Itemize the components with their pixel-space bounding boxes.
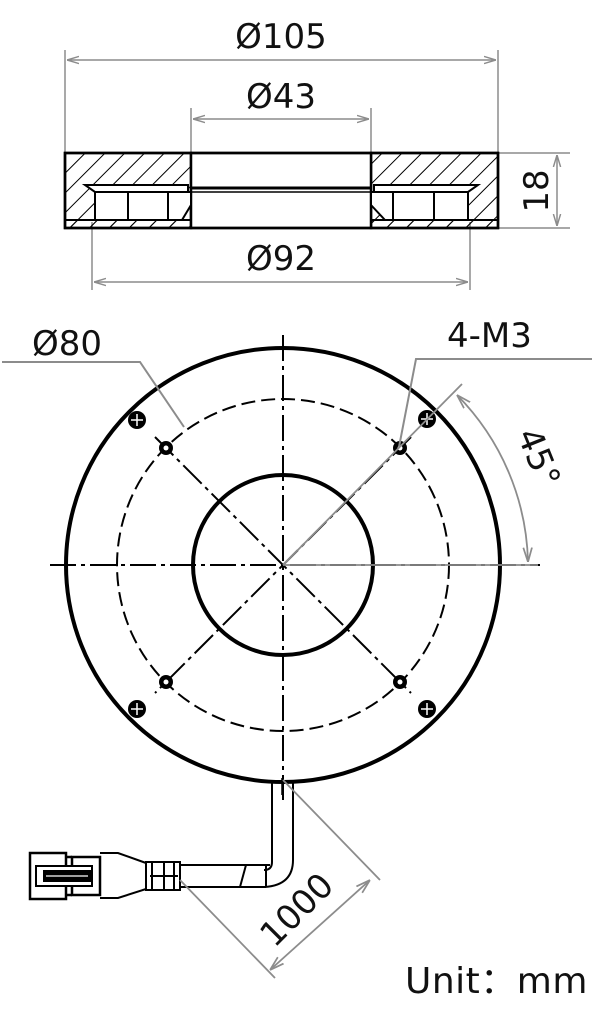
screw-head-icon — [418, 700, 436, 718]
section-view: Ø105 Ø43 Ø92 18 — [63, 17, 570, 290]
height-label: 18 — [517, 169, 557, 212]
angle-arc — [457, 395, 528, 562]
holes-leader — [398, 358, 592, 448]
m3-holes — [159, 441, 407, 689]
m3-hole-icon — [159, 675, 173, 689]
dimension-lines — [67, 60, 557, 282]
cable-assembly: 1000 — [28, 778, 381, 979]
inner-diameter-label: Ø43 — [246, 77, 316, 117]
unit-label: Unit：mm — [405, 961, 588, 1002]
bolt-circle-label: Ø80 — [32, 324, 102, 364]
screw-heads — [128, 410, 436, 718]
connector-icon — [28, 851, 102, 901]
outer-diameter-label: Ø105 — [235, 17, 327, 57]
mount-diameter-label: Ø92 — [246, 239, 316, 279]
angle-label: 45° — [508, 422, 568, 493]
screw-head-icon — [128, 700, 146, 718]
screw-head-icon — [128, 411, 146, 429]
m3-hole-icon — [393, 675, 407, 689]
dim-1000 — [270, 880, 370, 970]
plan-view: Ø80 4-M3 45° — [2, 316, 592, 800]
m3-hole-icon — [159, 441, 173, 455]
holes-label: 4-M3 — [447, 316, 532, 356]
bolt-circle-leader — [2, 361, 185, 428]
